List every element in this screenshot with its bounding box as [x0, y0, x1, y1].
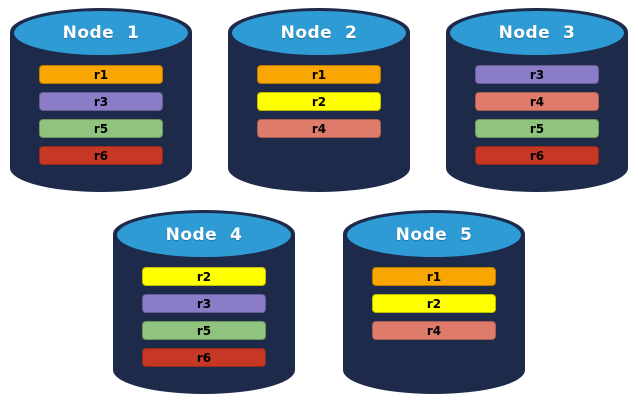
cylinder-top: Node 4	[116, 212, 292, 258]
replica-bar: r3	[142, 294, 266, 313]
database-node: Node 3 r3 r4 r5 r6	[446, 8, 628, 192]
replica-bar: r5	[39, 119, 163, 138]
replica-bar: r1	[257, 65, 381, 84]
replica-list: r1 r3 r5 r6	[39, 65, 163, 165]
node-label: Node 3	[498, 23, 576, 43]
database-node: Node 2 r1 r2 r4	[228, 8, 410, 192]
replica-bar: r1	[372, 267, 496, 286]
replica-list: r1 r2 r4	[257, 65, 381, 138]
replica-list: r3 r4 r5 r6	[475, 65, 599, 165]
replica-bar: r4	[257, 119, 381, 138]
node-row-bottom: Node 4 r2 r3 r5 r6 Node 5 r1 r2 r4	[0, 192, 638, 394]
database-node: Node 4 r2 r3 r5 r6	[113, 210, 295, 394]
cylinder-top: Node 3	[449, 10, 625, 56]
replica-list: r1 r2 r4	[372, 267, 496, 340]
node-label: Node 2	[280, 23, 358, 43]
replica-bar: r4	[372, 321, 496, 340]
replica-bar: r2	[142, 267, 266, 286]
cylinder-top: Node 1	[13, 10, 189, 56]
node-label: Node 1	[62, 23, 140, 43]
replica-list: r2 r3 r5 r6	[142, 267, 266, 367]
replica-bar: r6	[142, 348, 266, 367]
replica-bar: r2	[372, 294, 496, 313]
cylinder-top: Node 2	[231, 10, 407, 56]
node-label: Node 4	[165, 225, 243, 245]
replica-bar: r3	[39, 92, 163, 111]
replica-bar: r5	[142, 321, 266, 340]
replica-bar: r5	[475, 119, 599, 138]
replica-bar: r3	[475, 65, 599, 84]
replica-bar: r2	[257, 92, 381, 111]
replica-bar: r6	[39, 146, 163, 165]
database-node: Node 5 r1 r2 r4	[343, 210, 525, 394]
database-node: Node 1 r1 r3 r5 r6	[10, 8, 192, 192]
cylinder-top: Node 5	[346, 212, 522, 258]
replica-bar: r4	[475, 92, 599, 111]
node-label: Node 5	[395, 225, 473, 245]
replica-bar: r1	[39, 65, 163, 84]
replica-bar: r6	[475, 146, 599, 165]
